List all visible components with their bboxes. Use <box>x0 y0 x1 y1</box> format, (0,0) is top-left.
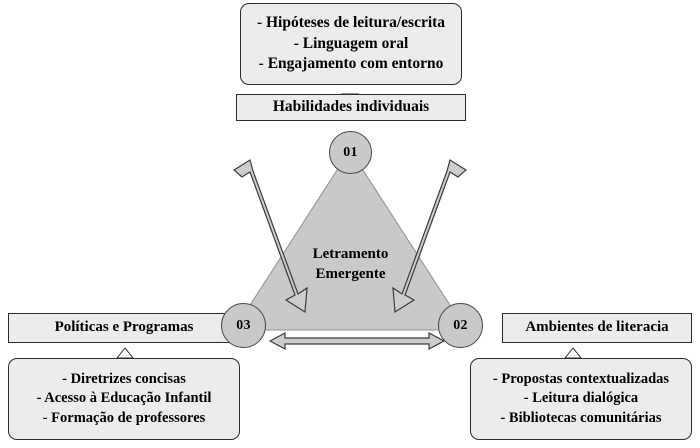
top-branch-detail-box: - Hipóteses de leitura/escrita - Linguag… <box>240 3 462 85</box>
arrow-bottom-horizontal <box>268 332 446 350</box>
node-circle-01: 01 <box>329 131 372 174</box>
right-branch-detail-box: - Propostas contextualizadas - Leitura d… <box>470 358 692 440</box>
right-detail-line-2: - Leitura dialógica <box>523 390 639 407</box>
top-branch-label: Habilidades individuais <box>272 98 430 116</box>
left-branch-label-box: Políticas e Programas <box>8 313 240 343</box>
top-detail-line-2: - Linguagem oral <box>293 34 409 52</box>
node-circle-02: 02 <box>438 303 483 348</box>
right-detail-line-3: - Bibliotecas comunitárias <box>500 409 662 426</box>
center-label-line-1: Letramento <box>312 246 389 262</box>
left-detail-line-3: - Formação de professores <box>42 409 206 426</box>
top-detail-line-1: - Hipóteses de leitura/escrita <box>256 14 446 32</box>
left-branch-detail-box: - Diretrizes concisas - Acesso à Educaçã… <box>8 358 240 440</box>
center-label-line-2: Emergente <box>315 266 386 283</box>
left-detail-line-2: - Acesso à Educação Infantil <box>36 390 212 407</box>
center-label: Letramento Emergente <box>278 244 423 285</box>
connector-chevron-right <box>563 347 583 359</box>
right-branch-label: Ambientes de literacia <box>525 319 669 336</box>
arrow-left-diagonal <box>232 159 308 314</box>
central-triangle <box>233 149 467 331</box>
connector-chevron-left <box>115 347 135 359</box>
top-detail-line-3: - Engajamento com entorno <box>258 55 444 73</box>
left-branch-label: Políticas e Programas <box>54 319 194 336</box>
node-circle-03: 03 <box>221 303 266 348</box>
right-detail-line-1: - Propostas contextualizadas <box>492 371 670 388</box>
arrow-right-diagonal <box>392 159 468 314</box>
left-detail-line-1: - Diretrizes concisas <box>62 371 186 388</box>
right-branch-label-box: Ambientes de literacia <box>502 313 692 343</box>
top-branch-label-box: Habilidades individuais <box>236 94 466 121</box>
